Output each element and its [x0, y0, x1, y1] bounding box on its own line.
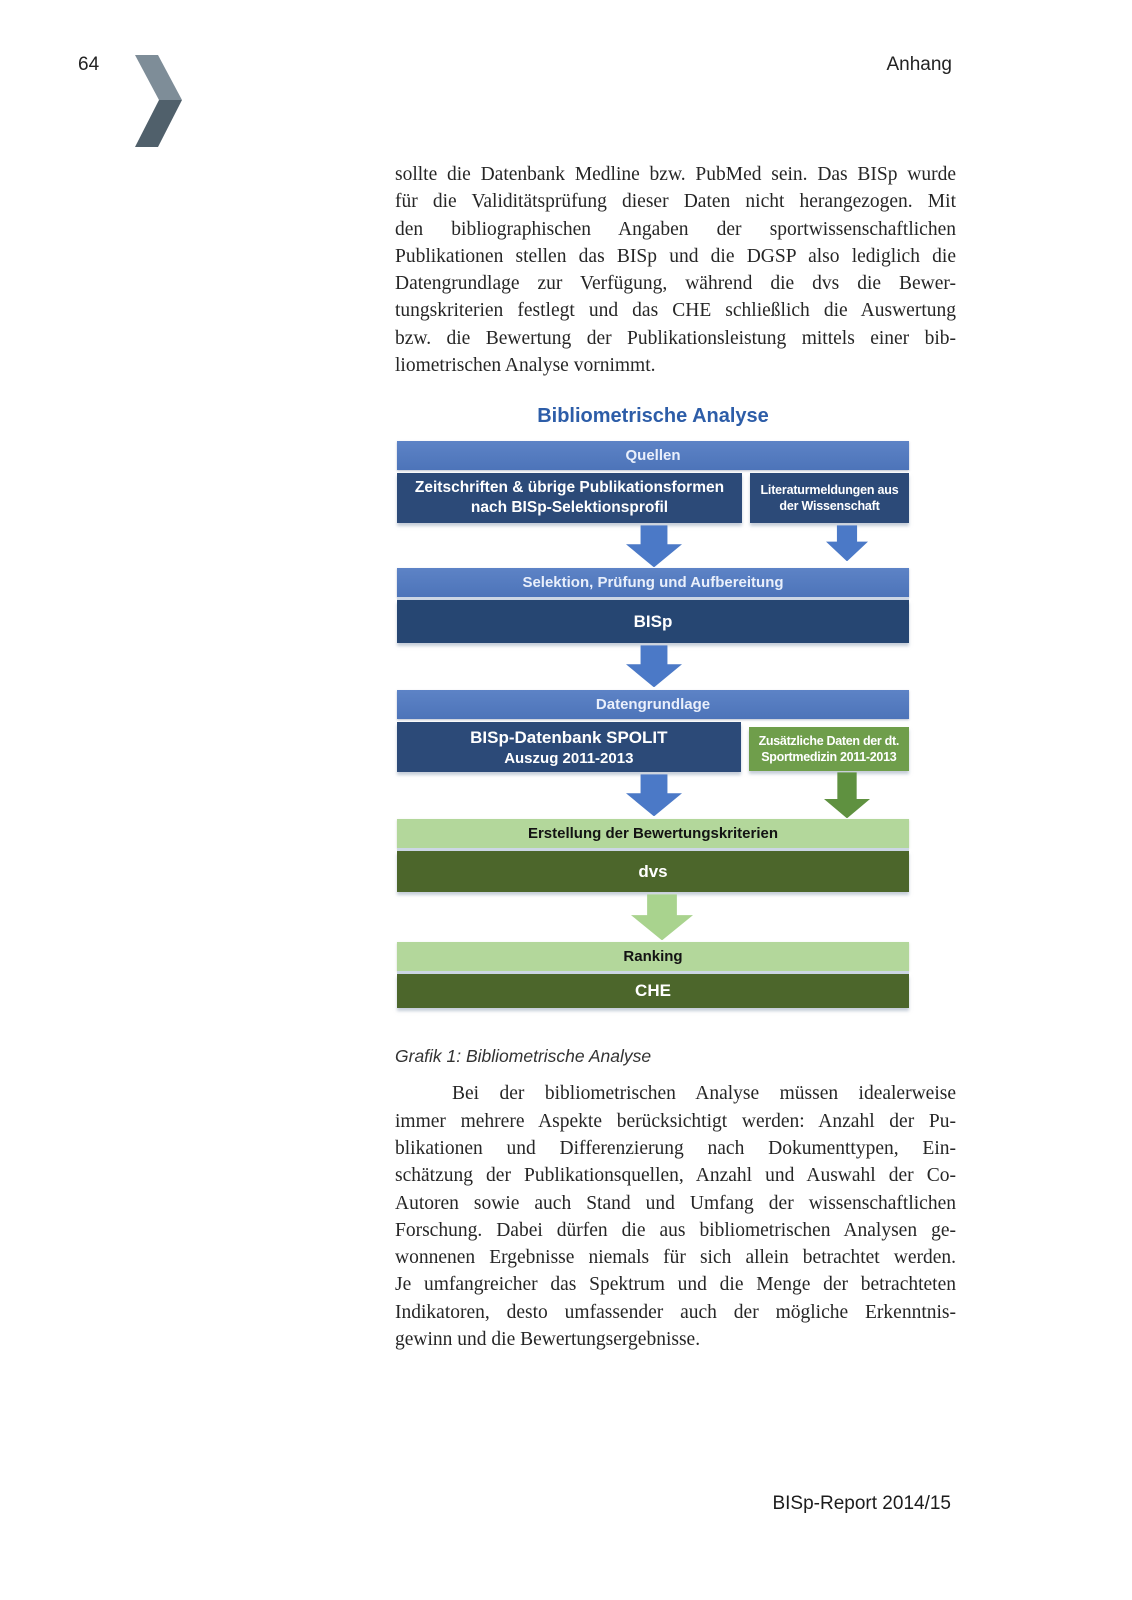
paragraph-2: Bei der bibliometrischen Analyse müssen …	[395, 1080, 956, 1353]
box-literaturmeldungen: Literaturmeldungen aus der Wissenschaft	[750, 473, 909, 524]
selektion-header-bar: Selektion, Prüfung und Aufbereitung	[397, 568, 909, 598]
group-datengrundlage: Datengrundlage BISp-Datenbank SPOLIT Aus…	[397, 690, 909, 773]
box-spolit-line1: BISp-Datenbank SPOLIT	[470, 727, 668, 747]
text-line: schätzung der Publikationsquellen, Anzah…	[395, 1165, 956, 1187]
paragraph-1: sollte die Datenbank Medline bzw. PubMed…	[395, 161, 956, 379]
group-erstellung: Erstellung der Bewertungskriterien dvs	[397, 819, 909, 893]
bar-dvs: dvs	[397, 851, 909, 893]
page-content: sollte die Datenbank Medline bzw. PubMed…	[395, 161, 956, 1353]
down-arrow-icon	[826, 525, 868, 562]
arrow-dvs-to-ranking	[397, 892, 909, 942]
quellen-boxes-row: Zeitschriften & übrige Publikationsforme…	[397, 473, 909, 524]
divider	[397, 848, 909, 852]
figure-title: Bibliometrische Analyse	[537, 405, 769, 428]
datengrundlage-header-bar: Datengrundlage	[397, 690, 909, 720]
figure-bibliometrische-analyse: Bibliometrische Analyse Quellen Zeitschr…	[397, 405, 909, 1009]
text-line: sollte die Datenbank Medline bzw. PubMed…	[395, 164, 956, 185]
datengrundlage-boxes-row: BISp-Datenbank SPOLIT Auszug 2011-2013 Z…	[397, 722, 909, 773]
group-selektion: Selektion, Prüfung und Aufbereitung BISp	[397, 568, 909, 644]
group-quellen: Quellen Zeitschriften & übrige Publikati…	[397, 441, 909, 524]
text-line: Publikationen stellen das BISp und die D…	[395, 245, 956, 267]
text-line: für die Validitätsprüfung dieser Daten n…	[395, 191, 956, 213]
down-arrow-icon	[631, 894, 693, 941]
text-line: Je umfangreicher das Spektrum und die Me…	[395, 1274, 956, 1296]
text-line: den bibliographischen Angaben der sportw…	[395, 218, 956, 240]
text-line: gewinn und die Bewertungsergebnisse.	[395, 1329, 701, 1351]
down-arrow-icon	[626, 645, 682, 688]
quellen-header-bar: Quellen	[397, 441, 909, 471]
box-zusaetzliche-daten-line2: Sportmedizin 2011-2013	[761, 750, 897, 765]
erstellung-header-bar: Erstellung der Bewertungskriterien	[397, 819, 909, 849]
box-zeitschriften-line2: nach BISp-Selektionsprofil	[470, 499, 669, 517]
divider	[397, 971, 909, 975]
text-line: Autoren sowie auch Stand und Umfang der …	[395, 1192, 956, 1214]
box-spolit: BISp-Datenbank SPOLIT Auszug 2011-2013	[397, 722, 741, 773]
text-line: Bei der bibliometrischen Analyse müssen …	[452, 1083, 956, 1105]
box-zusaetzliche-daten: Zusätzliche Daten der dt. Sportmedizin 2…	[748, 727, 909, 772]
text-line: wonnenen Ergebnisse niemals für sich all…	[395, 1247, 956, 1269]
divider	[397, 597, 909, 601]
box-spolit-line2: Auszug 2011-2013	[504, 749, 634, 767]
down-arrow-icon	[626, 525, 682, 568]
figure-caption: Grafik 1: Bibliometrische Analyse	[395, 1046, 652, 1067]
box-zeitschriften: Zeitschriften & übrige Publikationsforme…	[397, 473, 742, 524]
chevron-logo-icon	[134, 55, 186, 147]
text-line: tungskriterien festlegt und das CHE schl…	[395, 300, 956, 322]
text-line: liometrischen Analyse vornimmt.	[395, 355, 656, 377]
footer-report-title: BISp-Report 2014/15	[772, 1493, 951, 1514]
bar-bisp: BISp	[397, 600, 909, 644]
box-literaturmeldungen-line2: der Wissenschaft	[779, 499, 880, 514]
ranking-header-bar: Ranking	[397, 942, 909, 972]
arrows-datengrundlage-to-erstellung	[397, 772, 909, 819]
text-line: Indikatoren, desto umfassender auch der …	[395, 1301, 956, 1323]
box-zusaetzliche-daten-line1: Zusätzliche Daten der dt.	[758, 734, 900, 749]
box-literaturmeldungen-line1: Literaturmeldungen aus	[760, 483, 899, 498]
text-line: bzw. die Bewertung der Publikationsleist…	[395, 327, 956, 349]
text-line: blikationen und Differenzierung nach Dok…	[395, 1137, 956, 1159]
arrow-bisp-to-datengrundlage	[397, 643, 909, 690]
group-ranking: Ranking CHE	[397, 942, 909, 1009]
box-zeitschriften-line1: Zeitschriften & übrige Publikationsforme…	[414, 479, 725, 497]
text-line: immer mehrere Aspekte berücksichtigt wer…	[395, 1110, 956, 1132]
text-line: Datengrundlage zur Verfügung, während di…	[395, 273, 956, 295]
down-arrow-icon	[824, 772, 870, 819]
text-line: Forschung. Dabei dürfen die aus bibliome…	[395, 1219, 956, 1241]
bar-che: CHE	[397, 974, 909, 1009]
down-arrow-icon	[626, 774, 682, 817]
arrows-quellen-to-selektion	[397, 523, 909, 568]
header-section-title: Anhang	[886, 54, 952, 75]
page-number: 64	[78, 54, 100, 75]
